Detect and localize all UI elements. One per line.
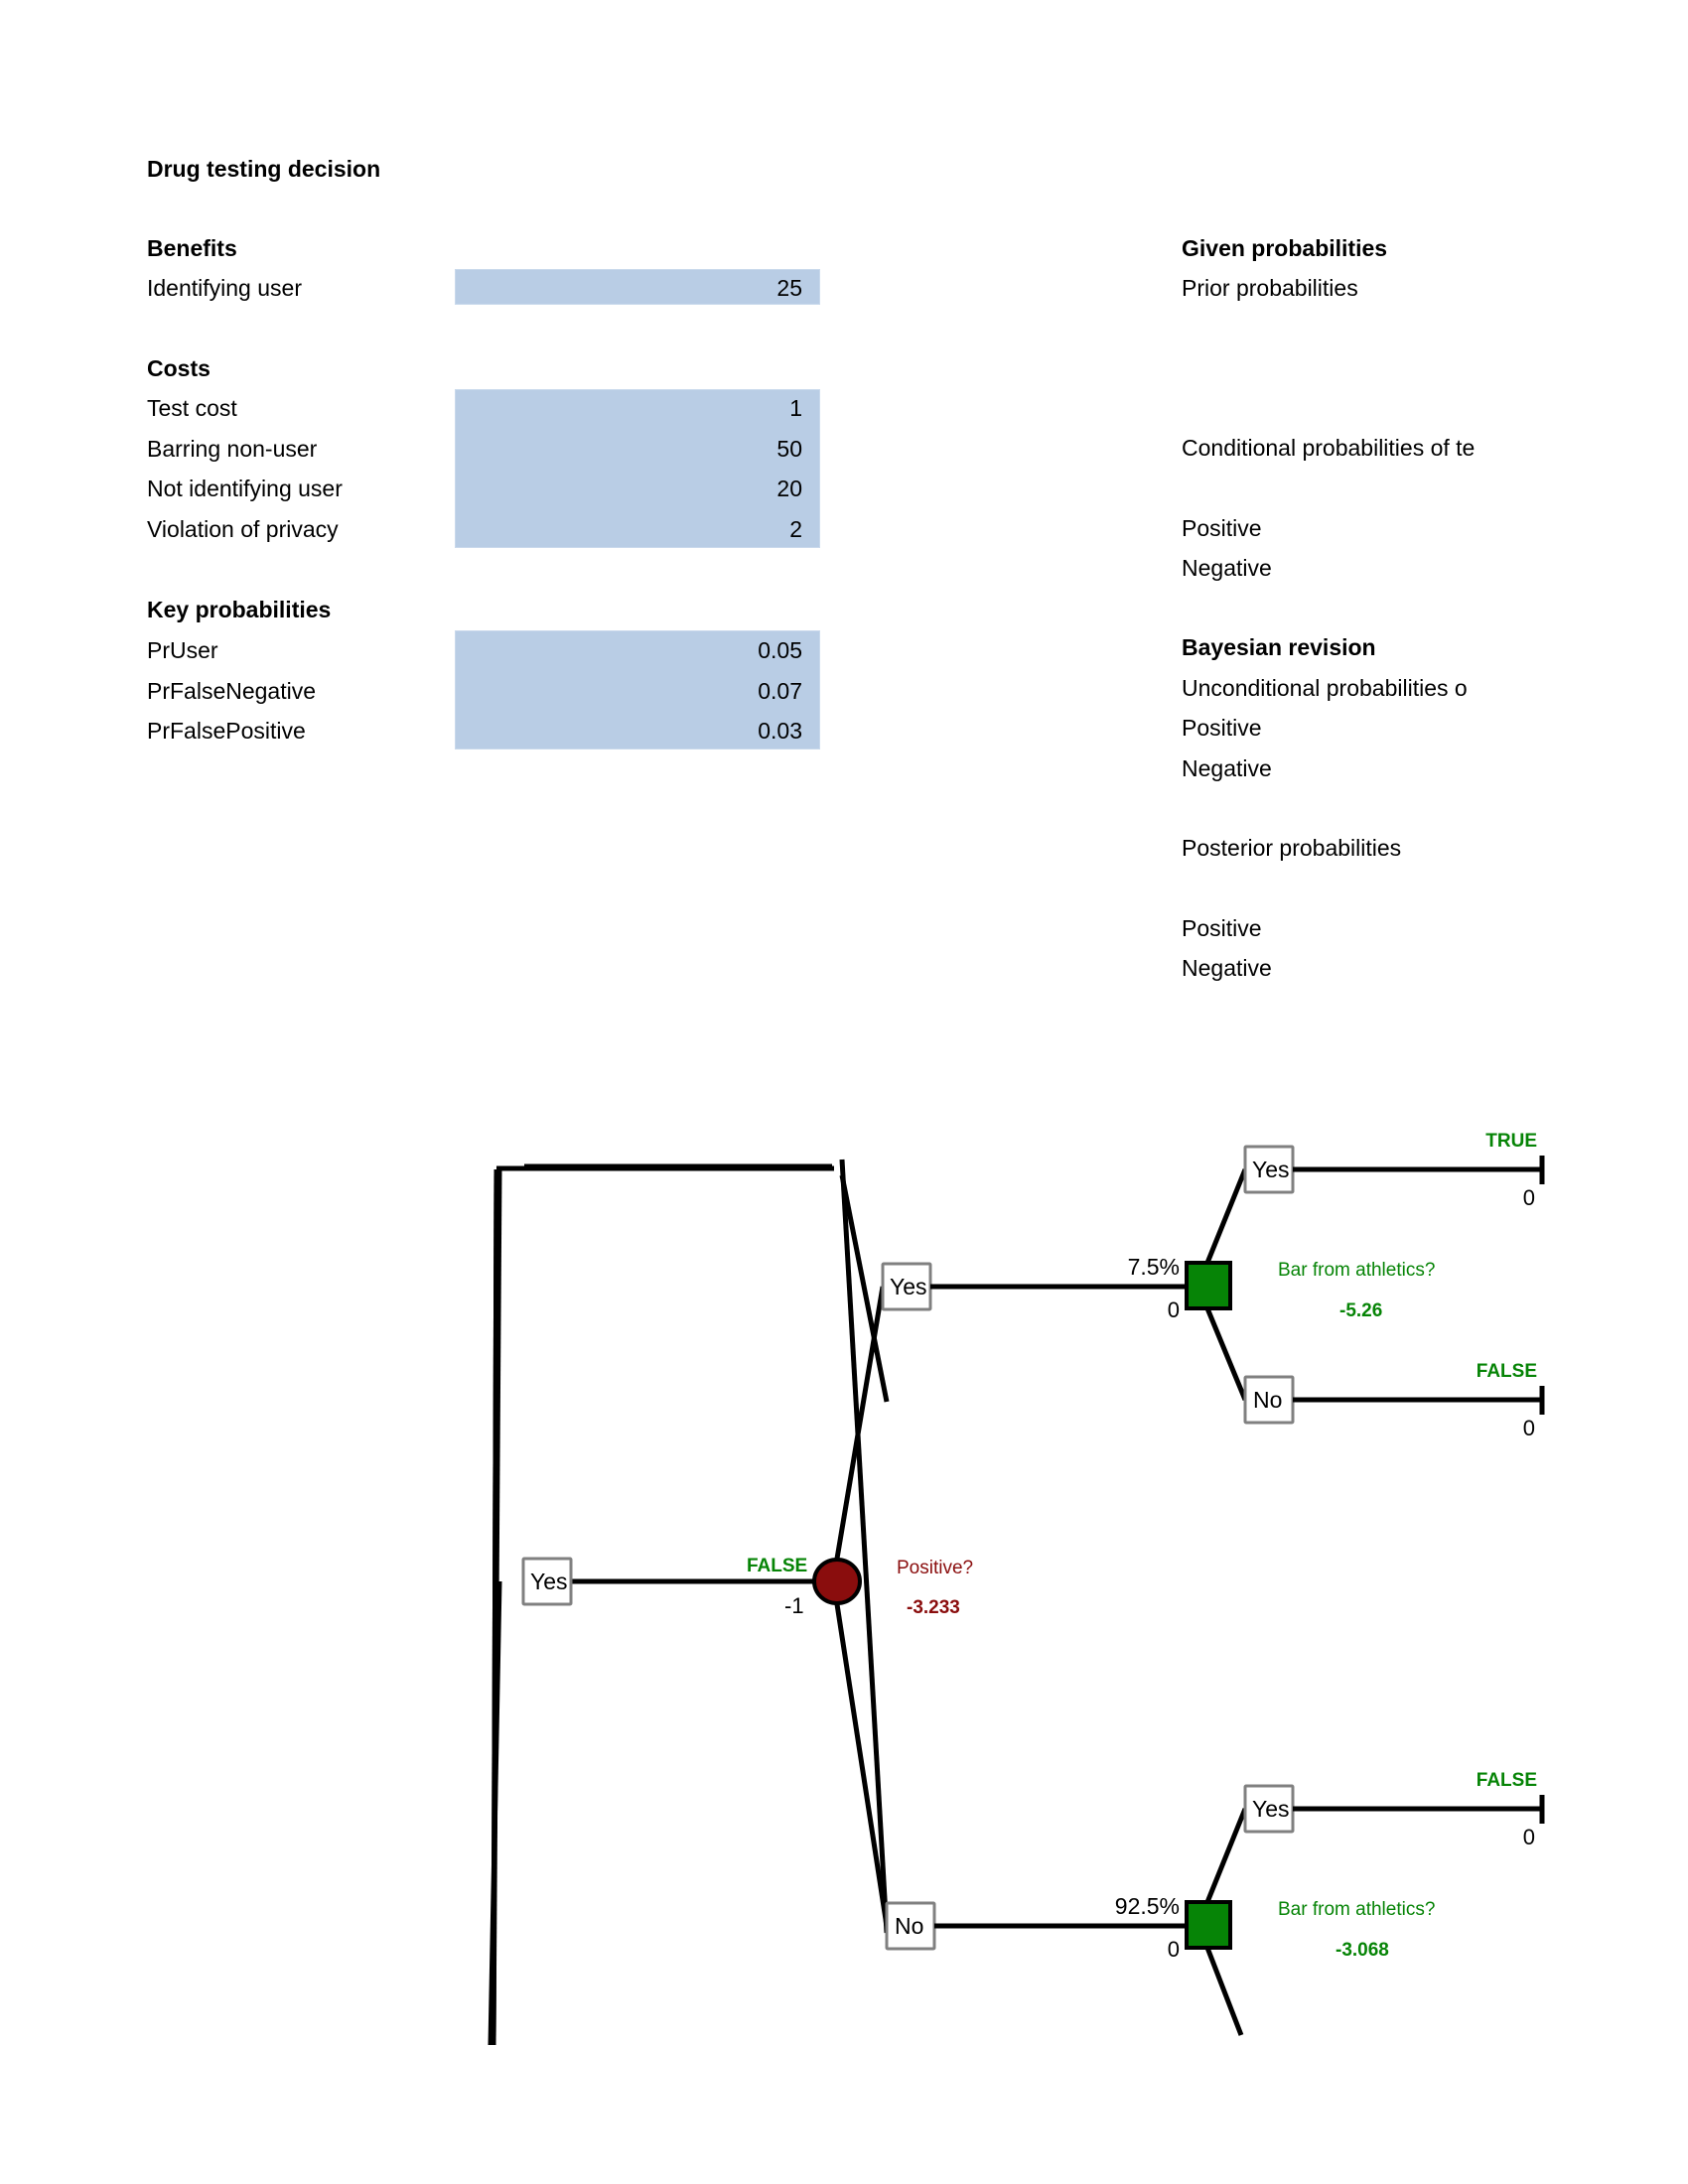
unconditional-negative-label: Negative	[1182, 755, 1272, 781]
decision-tree: Yes FALSE -1 Positive? -3.233 Yes 7.5% 0…	[0, 993, 1688, 2184]
value-barring-non-user: 50	[776, 436, 802, 462]
chance-lower-diagonal	[839, 1174, 890, 1403]
key-probabilities-heading: Key probabilities	[147, 597, 332, 622]
tree-final	[839, 993, 894, 1163]
posterior-negative-label: Negative	[1182, 955, 1272, 981]
lower-no-clipped-branch	[1204, 1947, 1244, 2036]
upper-no-label: No	[1253, 1387, 1282, 1413]
chance-node-positive[interactable]	[812, 1558, 862, 1605]
root-flag-false: FALSE	[747, 1556, 807, 1576]
row-label-identifying-user: Identifying user	[147, 275, 302, 301]
chance-node-title: Positive?	[897, 1558, 973, 1578]
input-cell-identifying-user[interactable]	[455, 269, 820, 305]
value-violation-of-privacy: 2	[789, 516, 802, 542]
conditional-probabilities-label: Conditional probabilities of te	[1182, 435, 1476, 461]
lower-payoff-label: 0	[1168, 1937, 1180, 1962]
trunk-line	[488, 1580, 502, 2046]
root-payoff: -1	[784, 1593, 804, 1618]
root-yes-box[interactable]	[521, 1557, 573, 1606]
tree-geometry	[834, 993, 894, 1161]
root-yes-label: Yes	[530, 1569, 568, 1594]
decision-tree-svg: Yes FALSE -1 Positive? -3.233 Yes 7.5% 0…	[488, 993, 1545, 2046]
conditional-negative-label: Negative	[1182, 555, 1272, 581]
value-prfalsenegative: 0.07	[758, 678, 802, 704]
chance-node-value: -3.233	[907, 1597, 960, 1618]
posterior-positive-label: Positive	[1182, 915, 1262, 941]
upper-upper-yes-label: Yes	[1252, 1157, 1290, 1182]
spreadsheet-area: Drug testing decision Benefits Identifyi…	[0, 0, 1688, 1003]
chance-upper-diagonal	[839, 1159, 890, 1934]
upper-upper-yes-payoff: 0	[1523, 1185, 1535, 1210]
tree-drawing	[491, 1165, 834, 2046]
upper-yes-diagonal	[1204, 1168, 1248, 1264]
value-test-cost: 1	[789, 395, 802, 421]
unconditional-probabilities-label: Unconditional probabilities o	[1182, 675, 1468, 701]
lower-no-label: No	[895, 1913, 923, 1939]
upper-no-diagonal	[1204, 1307, 1248, 1401]
value-identifying-user: 25	[776, 275, 802, 301]
decision-node-bar-upper[interactable]	[1185, 1261, 1232, 1310]
lower-branch-diagonal	[834, 1603, 890, 1927]
benefits-heading: Benefits	[147, 235, 237, 261]
value-prfalsepositive: 0.03	[758, 718, 802, 744]
upper-yes-label: Yes	[890, 1274, 927, 1299]
row-label-pruser: PrUser	[147, 637, 218, 663]
lower-probability-label: 92.5%	[1115, 1893, 1180, 1919]
conditional-positive-label: Positive	[1182, 515, 1262, 541]
upper-node-value: -5.26	[1339, 1300, 1382, 1321]
upper-no-payoff: 0	[1523, 1416, 1535, 1440]
value-pruser: 0.05	[758, 637, 802, 663]
given-probabilities-column: Given probabilities Prior probabilities …	[1182, 228, 1541, 983]
bayesian-revision-heading: Bayesian revision	[1182, 634, 1376, 660]
decision-node-bar-lower[interactable]	[1185, 1900, 1232, 1950]
costs-heading: Costs	[147, 355, 211, 381]
posterior-probabilities-label: Posterior probabilities	[1182, 835, 1402, 861]
upper-upper-yes-flag: TRUE	[1485, 1131, 1537, 1152]
row-label-not-identifying-user: Not identifying user	[147, 476, 343, 501]
lower-yes-label: Yes	[1252, 1796, 1290, 1822]
upper-no-flag: FALSE	[1477, 1361, 1537, 1382]
upper-branch-diagonal	[834, 1286, 886, 1560]
upper-probability-label: 7.5%	[1128, 1254, 1180, 1280]
input-cell-key-probabilities-block[interactable]	[455, 630, 820, 750]
lower-node-value: -3.068	[1336, 1940, 1389, 1961]
given-probabilities-heading: Given probabilities	[1182, 235, 1388, 261]
lower-yes-diagonal	[1204, 1808, 1248, 1903]
upper-yes-branch[interactable]	[839, 993, 894, 1161]
lower-yes-payoff: 0	[1523, 1825, 1535, 1849]
upper-payoff-label: 0	[1168, 1297, 1180, 1322]
row-label-prfalsenegative: PrFalseNegative	[147, 678, 317, 704]
lower-yes-flag: FALSE	[1477, 1770, 1537, 1791]
lower-node-title: Bar from athletics?	[1278, 1899, 1435, 1920]
unconditional-positive-label: Positive	[1182, 715, 1262, 741]
upper-node-title: Bar from athletics?	[1278, 1260, 1435, 1281]
decision-tree-graphics: Yes FALSE -1 Positive? -3.233 Yes 7.5% 0…	[488, 1131, 1545, 2046]
page-title: Drug testing decision	[147, 156, 381, 182]
input-cell-costs-block[interactable]	[455, 389, 820, 548]
row-label-prfalsepositive: PrFalsePositive	[147, 718, 306, 744]
row-label-barring-non-user: Barring non-user	[147, 436, 318, 462]
row-label-test-cost: Test cost	[147, 395, 237, 421]
prior-probabilities-label: Prior probabilities	[1182, 275, 1358, 301]
row-label-violation-of-privacy: Violation of privacy	[147, 516, 339, 542]
value-not-identifying-user: 20	[776, 476, 802, 501]
